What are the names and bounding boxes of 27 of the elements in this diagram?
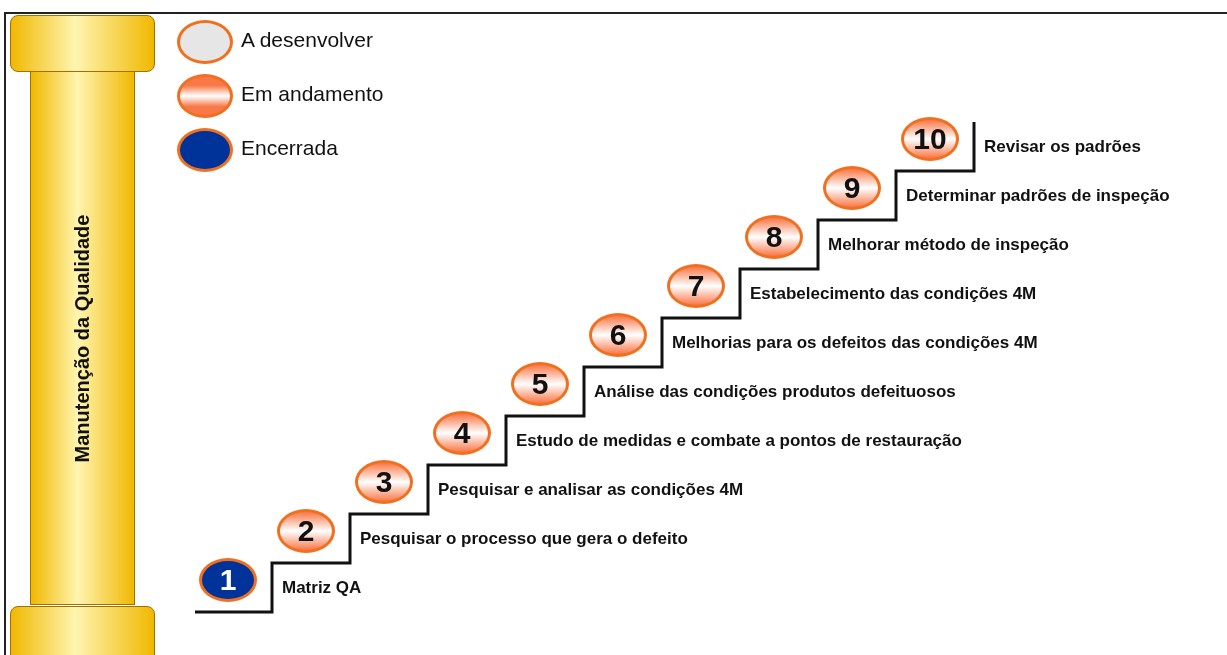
step-label: Estabelecimento das condições 4M <box>750 284 1037 304</box>
pillar-title: Manutenção da Qualidade <box>71 214 94 462</box>
step-label: Matriz QA <box>282 578 362 598</box>
pillar-capital <box>10 15 155 72</box>
legend-label: Em andamento <box>241 82 384 106</box>
step-number-circle: 3 <box>355 460 413 504</box>
step-label: Melhorias para os defeitos das condições 4M <box>672 333 1038 353</box>
step-number-circle: 9 <box>823 166 881 210</box>
step-number-circle: 1 <box>199 558 257 602</box>
legend-label: A desenvolver <box>241 28 373 52</box>
step-label: Determinar padrões de inspeção <box>906 186 1170 206</box>
step-number-circle: 4 <box>433 411 491 455</box>
step-number-circle: 2 <box>277 509 335 553</box>
legend-label: Encerrada <box>241 136 338 160</box>
step-number-circle: 5 <box>511 362 569 406</box>
step-label: Pesquisar e analisar as condições 4M <box>438 480 744 500</box>
step-number-circle: 7 <box>667 264 725 308</box>
step-label: Análise das condições produtos defeituosos <box>594 382 956 402</box>
step-label: Estudo de medidas e combate a pontos de restauração <box>516 431 962 451</box>
step-label: Melhorar método de inspeção <box>828 235 1069 255</box>
step-number-circle: 6 <box>589 313 647 357</box>
step-label: Revisar os padrões <box>984 137 1141 157</box>
pillar-base <box>10 606 155 655</box>
step-number-circle: 8 <box>745 215 803 259</box>
step-number-circle: 10 <box>901 117 959 161</box>
pillar-shaft <box>30 71 135 605</box>
step-label: Pesquisar o processo que gera o defeito <box>360 529 688 549</box>
